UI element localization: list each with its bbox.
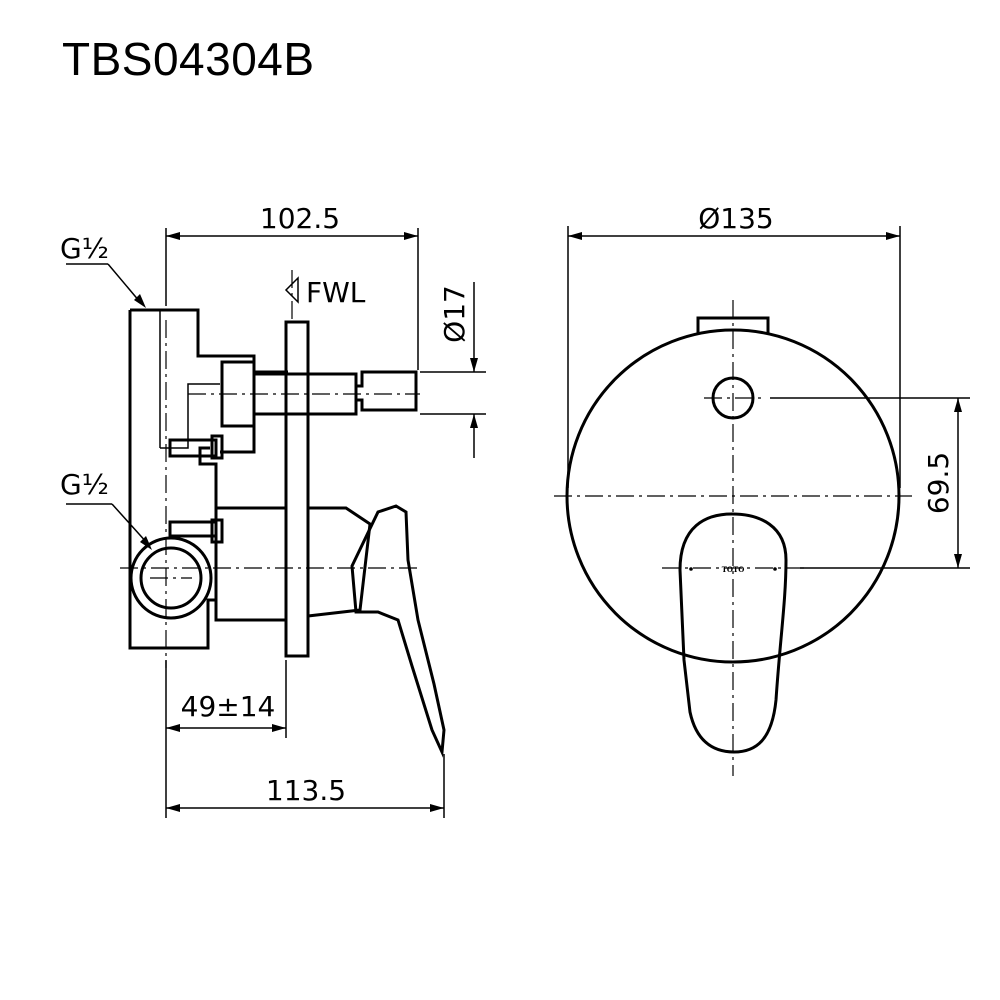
arrow-113-right	[430, 804, 444, 812]
lower-stub	[168, 520, 218, 538]
dim-center-offset: 69.5	[922, 452, 955, 514]
upper-stub	[168, 438, 218, 458]
arrow-d135-left	[568, 232, 582, 240]
inlet-connection-inner	[139, 546, 203, 610]
arrow-g-bottom	[140, 536, 152, 550]
wall-plate-side	[284, 320, 310, 658]
arrow-left	[166, 232, 180, 240]
diverter-cartridge	[220, 360, 256, 428]
arrow-69-bottom	[954, 554, 962, 568]
page-title: TBS04304B	[62, 33, 315, 85]
lever-handle-side	[350, 504, 446, 758]
mixer-cartridge	[214, 506, 288, 622]
arrow-d17-bottom	[470, 414, 478, 428]
fwl-label: FWL	[306, 276, 366, 309]
inlet-connection-outer	[129, 536, 213, 620]
mixer-housing	[307, 506, 372, 618]
thread-bottom-label: G½	[60, 468, 109, 501]
arrow-49-right	[272, 724, 286, 732]
arrow-g-top	[134, 294, 146, 308]
dim-plate-diameter: Ø135	[698, 202, 773, 235]
diverter-knob	[356, 370, 418, 412]
lever-handle-front	[678, 512, 788, 754]
front-view: TOTO Ø135 69.5	[554, 202, 970, 776]
body-inner-line	[159, 310, 220, 449]
brand-logo: TOTO	[722, 565, 745, 574]
thread-top-label: G½	[60, 232, 109, 265]
leader-g-top	[107, 263, 141, 303]
arrow-49-left	[166, 724, 180, 732]
logo-dot-right	[773, 567, 777, 571]
dim-diameter-stem: Ø17	[438, 285, 471, 343]
arrow-d17-top	[470, 358, 478, 372]
arrow-113-left	[166, 804, 180, 812]
dim-depth-to-spout: 102.5	[260, 202, 340, 235]
arrow-d135-right	[886, 232, 900, 240]
dim-total-depth: 113.5	[266, 774, 346, 807]
upper-tab	[210, 434, 224, 460]
leader-g-bottom	[111, 503, 149, 545]
arrow-right	[404, 232, 418, 240]
logo-dot-left	[689, 567, 693, 571]
valve-body	[128, 308, 288, 650]
dim-wall-depth: 49±14	[181, 690, 276, 723]
side-view: 102.5 FWL Ø17 G½ G½ 49±14	[60, 202, 486, 818]
arrow-69-top	[954, 398, 962, 412]
